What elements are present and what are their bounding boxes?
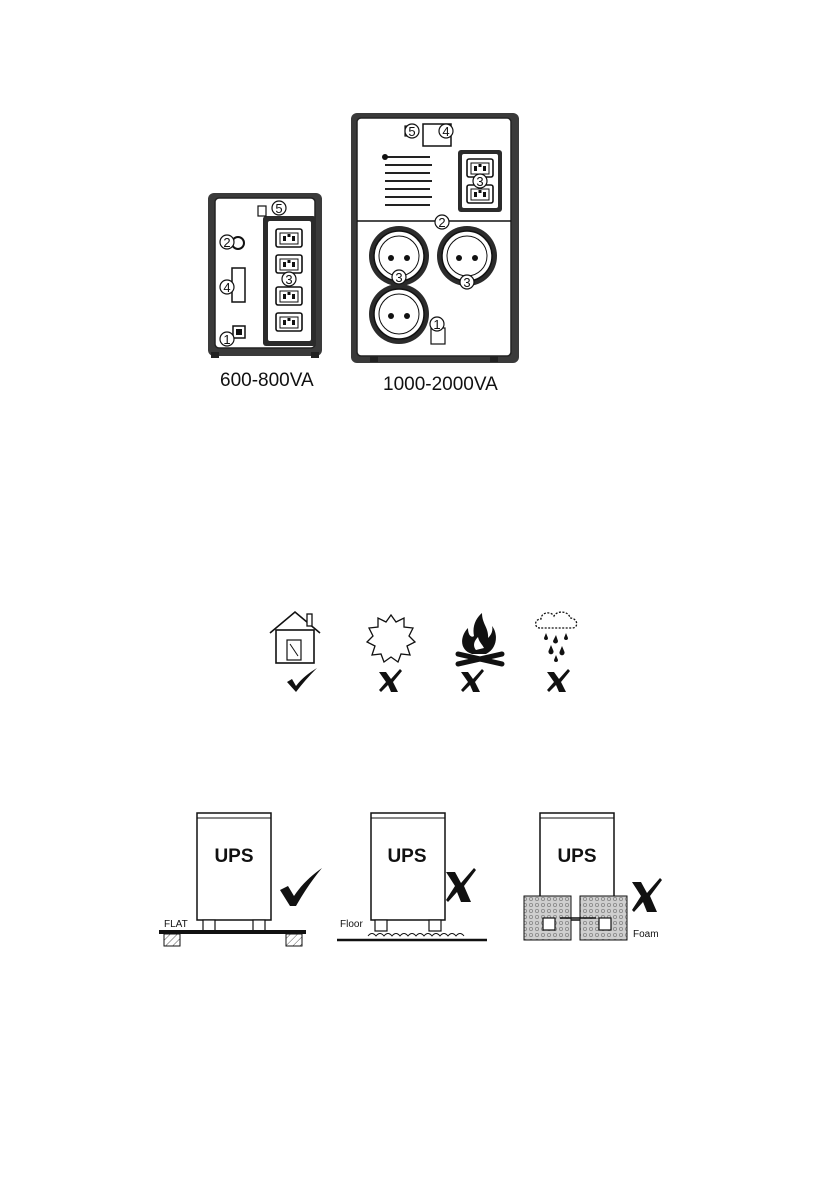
callout-3: 3 [476, 174, 483, 189]
sunlight-icon [367, 615, 415, 662]
fire-icon [458, 613, 502, 664]
callout-3: 3 [285, 272, 292, 287]
placement-guidelines: UPS FLAT UPS Floor UPS Foam [0, 800, 840, 960]
large-model-label: 1000-2000VA [383, 374, 498, 396]
ups-label: UPS [387, 846, 426, 867]
ups-rear-panel-diagrams: 5 2 3 4 1 5 4 3 2 3 3 [0, 0, 840, 420]
rain-icon [536, 612, 577, 662]
callout-4: 4 [223, 280, 230, 295]
cross-mark [379, 669, 402, 692]
callout-5: 5 [408, 124, 415, 139]
placement-flat: UPS FLAT [159, 813, 322, 946]
callout-2: 2 [438, 215, 445, 230]
cross-mark [461, 669, 484, 692]
indoor-house-icon [270, 612, 320, 663]
environment-guidelines [0, 600, 840, 710]
ups-label: UPS [214, 846, 253, 867]
callout-3: 3 [463, 275, 470, 290]
callout-3: 3 [395, 270, 402, 285]
placement-foam: UPS Foam [524, 813, 662, 940]
cross-mark [446, 868, 476, 902]
surface-label: FLAT [164, 919, 188, 930]
callout-4: 4 [442, 124, 449, 139]
callout-5: 5 [275, 201, 282, 216]
callout-1: 1 [223, 332, 230, 347]
cross-mark [547, 669, 570, 692]
surface-label: Foam [633, 929, 659, 940]
ups-label: UPS [557, 846, 596, 867]
placement-floor: UPS Floor [337, 813, 487, 940]
callout-2: 2 [223, 235, 230, 250]
check-mark [280, 868, 322, 906]
cross-mark [632, 878, 662, 912]
small-model-label: 600-800VA [220, 370, 314, 392]
callout-1: 1 [433, 317, 440, 332]
surface-label: Floor [340, 919, 363, 930]
check-mark [287, 668, 317, 692]
